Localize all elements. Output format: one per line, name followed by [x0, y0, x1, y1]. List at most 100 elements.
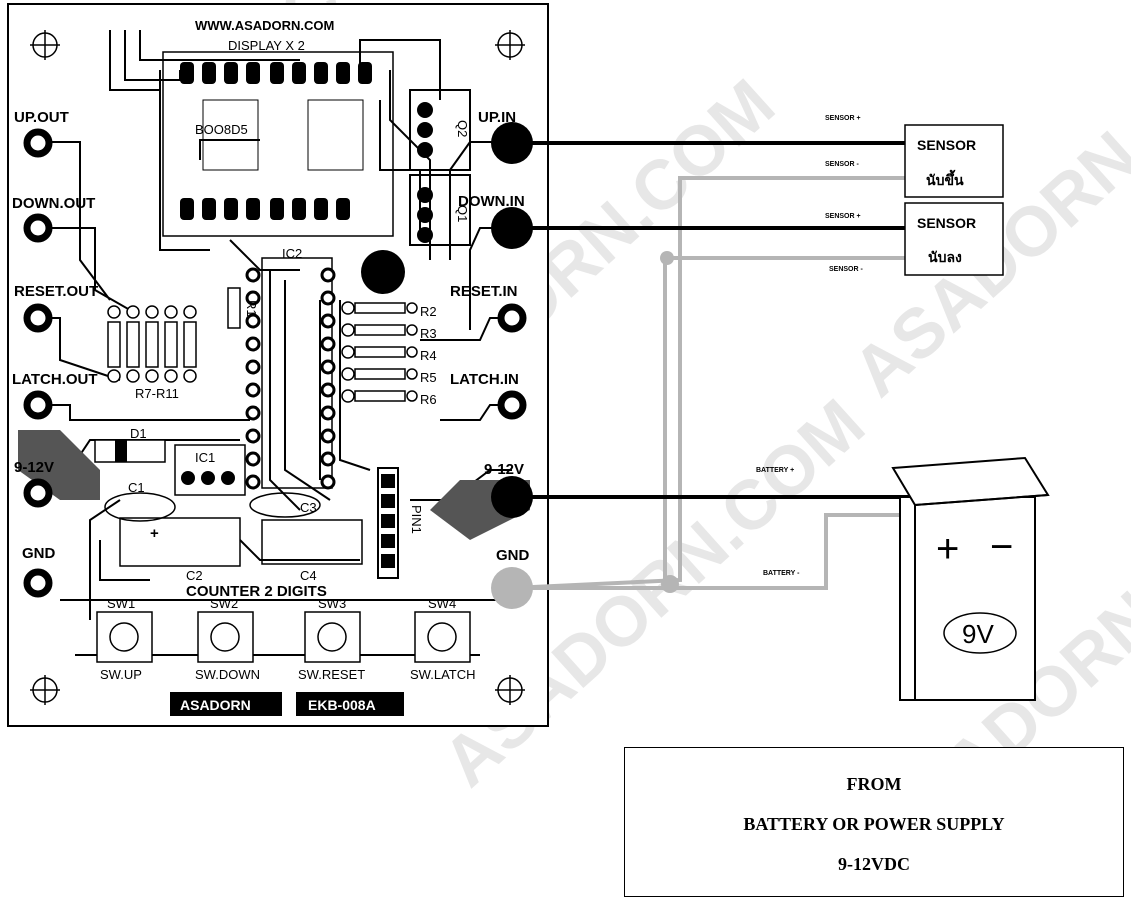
ic1-outline — [174, 444, 246, 496]
board-url: WWW.ASADORN.COM — [195, 18, 334, 33]
r7-r11-label: R7-R11 — [135, 386, 179, 401]
c2-label: C2 — [186, 568, 203, 583]
pad-down-out — [23, 213, 53, 243]
q1-label: Q1 — [455, 205, 470, 222]
positive-wires — [512, 141, 912, 499]
junction-dot — [660, 251, 674, 265]
sensor-up-sub: นับขึ้น — [926, 169, 964, 188]
pad-latch-in — [497, 390, 527, 420]
q2-label: Q2 — [455, 120, 470, 137]
capacitor-c4 — [261, 519, 363, 565]
pad-up-out — [23, 128, 53, 158]
r5-label: R5 — [420, 370, 437, 385]
switch-label-reset: SW.RESET — [298, 667, 365, 682]
display-outline — [162, 51, 394, 237]
pin-label-latch-in: LATCH.IN — [450, 371, 519, 388]
pin-label-reset-out: RESET.OUT — [14, 283, 98, 300]
transistor-q2 — [409, 89, 471, 171]
pcb-board: BOO8D5 WWW.ASADORN.COM DISPLAY X 2 Q2 — [7, 3, 549, 727]
sensor-down-title: SENSOR — [917, 215, 976, 231]
capacitor-c2 — [119, 517, 241, 567]
c3-label: C3 — [300, 500, 317, 515]
transistor-q1 — [409, 174, 471, 246]
display-digit-1 — [202, 99, 259, 171]
sw2-ref: SW2 — [210, 596, 238, 611]
board-outline — [7, 3, 549, 727]
pad-gnd-left — [23, 568, 53, 598]
pin-label-power-right: 9-12V — [484, 461, 524, 478]
power-note-line-3: 9-12VDC — [838, 854, 910, 874]
power-note-line-2: BATTERY OR POWER SUPPLY — [743, 814, 1005, 834]
display-digit-2 — [307, 99, 364, 171]
r3-label: R3 — [420, 326, 437, 341]
c1-label: C1 — [128, 480, 145, 495]
display-label: DISPLAY X 2 — [228, 38, 305, 53]
sensor-up-plus-label: SENSOR + — [825, 115, 861, 122]
power-note-line-1: FROM — [846, 774, 902, 794]
display-pads-top — [180, 62, 372, 84]
sensor-up-box — [904, 124, 1004, 198]
model-plate — [296, 692, 404, 716]
terminal-power-in — [491, 476, 533, 518]
ic2-pads — [245, 267, 336, 490]
logo-plate — [170, 692, 282, 716]
resistor-r1 — [227, 287, 241, 329]
r2-label: R2 — [420, 304, 437, 319]
pin-label-gnd-left: GND — [22, 545, 56, 562]
switches — [96, 611, 471, 663]
switch-label-latch: SW.LATCH — [410, 667, 476, 682]
pad-latch-out — [23, 390, 53, 420]
pin-label-down-in: DOWN.IN — [458, 193, 525, 210]
capacitor-c1 — [104, 492, 176, 522]
battery-voltage-oval — [943, 612, 1017, 654]
resistors-r2-r6 — [341, 301, 418, 403]
board-logo: ASADORN — [180, 697, 251, 713]
sw3-ref: SW3 — [318, 596, 346, 611]
battery-plus-label: BATTERY + — [756, 467, 794, 474]
capacitor-c3 — [249, 492, 321, 518]
sensor-up-minus-label: SENSOR - — [825, 161, 860, 168]
ic1-label: IC1 — [195, 450, 215, 465]
sw1-ref: SW1 — [107, 596, 135, 611]
wiring: SENSOR + SENSOR - SENSOR + SENSOR - BATT… — [491, 115, 1050, 701]
sensor-down-minus-label: SENSOR - — [829, 266, 864, 273]
sw4-ref: SW4 — [428, 596, 456, 611]
display-pads-bottom — [180, 198, 350, 220]
terminal-up-in — [491, 122, 533, 164]
battery-icon — [891, 456, 1050, 701]
display-mirror-label: BOO8D5 — [195, 122, 248, 137]
terminal-down-in — [491, 207, 533, 249]
polarity-dot — [361, 250, 405, 294]
battery-minus-sign: − — [990, 525, 1013, 569]
diode-d1-band — [115, 440, 127, 462]
mounting-hole-icon — [30, 30, 525, 705]
pin-label-down-out: DOWN.OUT — [12, 195, 95, 212]
power-note-box: FROM BATTERY OR POWER SUPPLY 9-12VDC — [624, 747, 1124, 897]
battery-plus-sign: + — [936, 527, 959, 571]
board-model: EKB-008A — [308, 697, 376, 713]
pin-header-pads — [381, 474, 395, 568]
d1-label: D1 — [130, 426, 147, 441]
pin-label-power-left: 9-12V — [14, 459, 54, 476]
pin-label-gnd-right: GND — [496, 547, 530, 564]
ic1-pad — [181, 471, 195, 485]
pad-reset-out — [23, 303, 53, 333]
switch-label-up: SW.UP — [100, 667, 142, 682]
pin-label-up-out: UP.OUT — [14, 109, 69, 126]
c4-label: C4 — [300, 568, 317, 583]
sensor-down-sub: นับลง — [928, 249, 962, 265]
sensor-down-box — [904, 202, 1004, 276]
pin1-label: PIN1 — [409, 505, 424, 534]
board-title: COUNTER 2 DIGITS — [186, 583, 327, 600]
r6-label: R6 — [420, 392, 437, 407]
terminal-gnd — [491, 567, 533, 609]
junction-dot — [661, 575, 679, 593]
ic1-pad — [201, 471, 215, 485]
pad-reset-in — [497, 303, 527, 333]
r4-label: R4 — [420, 348, 437, 363]
pin-label-latch-out: LATCH.OUT — [12, 371, 98, 388]
r1-label: R1 — [244, 300, 259, 317]
battery-minus-label: BATTERY - — [763, 570, 800, 577]
pin-label-reset-in: RESET.IN — [450, 283, 518, 300]
switch-label-down: SW.DOWN — [195, 667, 260, 682]
